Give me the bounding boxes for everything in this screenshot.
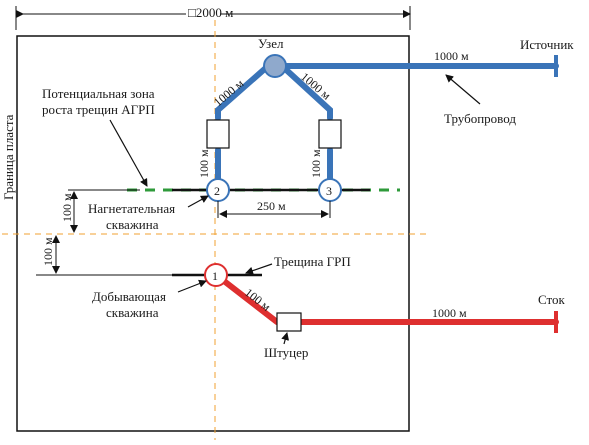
injection-well-label-line1: Нагнетательная	[88, 201, 175, 216]
well-3-label: 3	[326, 184, 332, 198]
frac-arrow	[245, 263, 273, 275]
right-vertical-label: 100 м	[309, 149, 323, 178]
well-1-label: 1	[212, 269, 218, 283]
choke-label: Штуцер	[264, 345, 308, 360]
choke-arrow	[281, 332, 290, 345]
fracture-zone-label-line2: роста трещин АГРП	[42, 102, 155, 117]
inj-offset-dimension: 100 м	[60, 189, 140, 233]
production-well-label-line1: Добывающая	[92, 289, 166, 304]
valve-right	[318, 119, 342, 149]
injection-well-2: 2	[206, 178, 230, 202]
top-dimension-label: □2000 м	[188, 5, 233, 20]
well-2-label: 2	[214, 184, 220, 198]
boundary-label: Граница пласта	[1, 114, 16, 200]
injection-pipeline	[215, 63, 559, 189]
wells-spacing-dimension: 250 м	[217, 199, 331, 218]
top-dimension: □2000 м	[15, 5, 411, 30]
prod-offset-label: 100 м	[41, 237, 55, 266]
pipeline-label: Трубопровод	[444, 111, 516, 126]
injection-well-arrow	[187, 195, 209, 208]
wells-spacing-label: 250 м	[257, 199, 286, 213]
production-well-arrow	[177, 279, 207, 293]
left-vertical-label: 100 м	[197, 149, 211, 178]
node-to-source-label: 1000 м	[434, 49, 469, 63]
production-well-label-line2: скважина	[106, 305, 159, 320]
production-well-1: 1	[204, 263, 228, 287]
inj-offset-label: 100 м	[60, 193, 74, 222]
node-label: Узел	[258, 36, 284, 51]
source-label: Источник	[520, 37, 574, 52]
choke-box	[276, 312, 302, 332]
frac-label: Трещина ГРП	[274, 254, 351, 269]
node-circle	[263, 54, 287, 78]
fracture-zone-arrow	[109, 119, 148, 187]
injection-well-label-line2: скважина	[106, 217, 159, 232]
prod-offset-dimension: 100 м	[36, 235, 172, 276]
sink-label: Сток	[538, 292, 566, 307]
pipeline-arrow	[445, 74, 481, 105]
fracture-zone-label-line1: Потенциальная зона	[42, 86, 155, 101]
choke-to-sink-label: 1000 м	[432, 306, 467, 320]
production-pipeline	[221, 278, 559, 325]
valve-left	[206, 119, 230, 149]
injection-well-3: 3	[318, 178, 342, 202]
